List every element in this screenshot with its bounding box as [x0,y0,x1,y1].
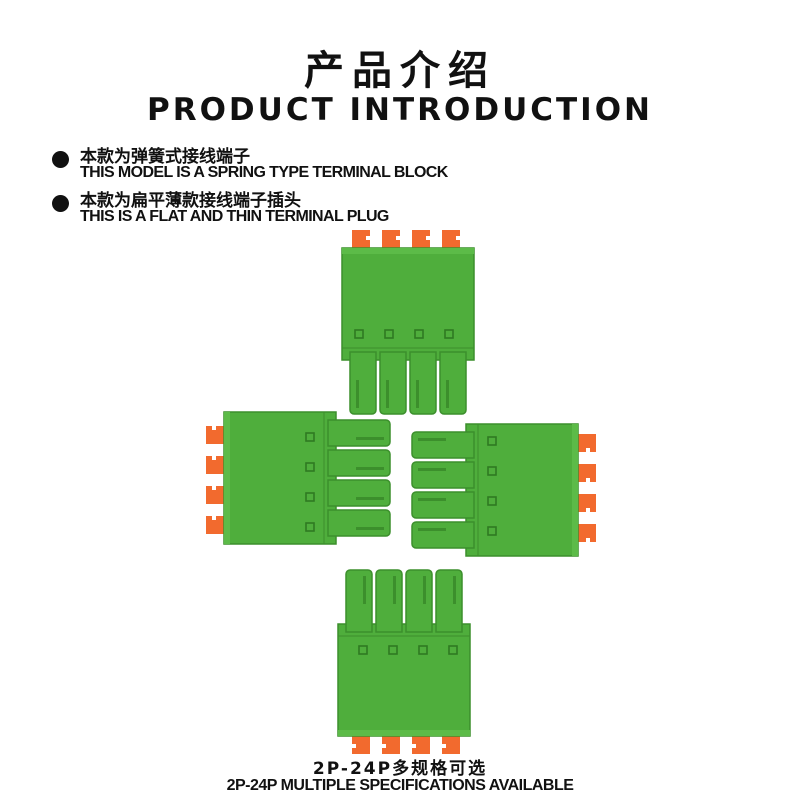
feature-text-chinese: 本款为弹簧式接线端子 [80,147,250,167]
spec-text-english: 2P-24P MULTIPLE SPECIFICATIONS AVAILABLE [226,777,574,794]
bullet-icon [52,195,69,212]
page-title-chinese: 产品介绍 [304,48,496,94]
connector-top-view [341,229,475,415]
connector-left-view [205,411,391,545]
feature-text-chinese: 本款为扁平薄款接线端子插头 [80,191,301,211]
page-title-english: PRODUCT INTRODUCTION [146,92,654,128]
bullet-icon [52,151,69,168]
feature-text-english: THIS IS A FLAT AND THIN TERMINAL PLUG [80,208,389,225]
connector-right-view [411,423,597,557]
spec-text-chinese: 2P-24P多规格可选 [312,759,488,779]
connector-bottom-view [337,569,471,755]
feature-text-english: THIS MODEL IS A SPRING TYPE TERMINAL BLO… [80,164,448,181]
